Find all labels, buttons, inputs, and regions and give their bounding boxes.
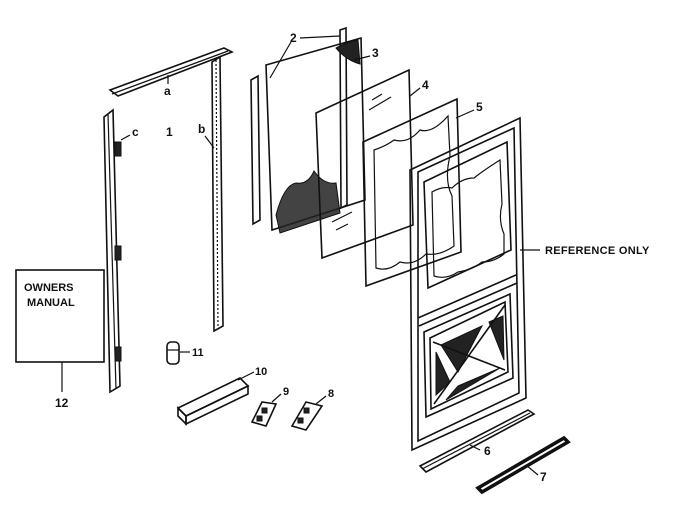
door-frame[interactable] <box>409 116 527 452</box>
leader-9 <box>271 393 282 403</box>
manual-line2: MANUAL <box>27 297 75 309</box>
part-a-top-rail[interactable] <box>108 47 234 97</box>
callout-8: 8 <box>328 388 334 400</box>
callout-2: 2 <box>290 31 297 45</box>
callout-a: a <box>164 84 171 98</box>
callout-b: b <box>198 122 205 136</box>
part-7-sweep[interactable] <box>475 435 571 495</box>
callout-12: 12 <box>55 396 69 410</box>
part-12-owners-manual[interactable]: OWNERS MANUAL <box>15 269 105 363</box>
leader-4 <box>409 87 421 97</box>
manual-line1: OWNERS <box>24 282 74 294</box>
leader-c <box>120 134 131 141</box>
leader-3 <box>353 55 371 61</box>
part-6-bottom-rail[interactable] <box>418 409 536 473</box>
callout-9: 9 <box>283 386 289 398</box>
reference-only-label: REFERENCE ONLY <box>545 245 650 257</box>
part-11-plug[interactable] <box>166 341 180 365</box>
leader-5 <box>455 109 475 119</box>
callout-4: 4 <box>422 78 429 92</box>
leader-8 <box>315 395 327 405</box>
callout-7: 7 <box>540 470 547 484</box>
part-5-insert-frame[interactable] <box>362 97 462 288</box>
callout-c: c <box>132 125 139 139</box>
callout-3: 3 <box>372 46 379 60</box>
leader-2 <box>269 41 292 79</box>
part-10-block[interactable] <box>176 377 250 426</box>
leader-6 <box>469 444 481 451</box>
part-b-side-strip[interactable] <box>211 55 224 333</box>
leader-7 <box>525 464 539 476</box>
callout-10: 10 <box>255 366 267 378</box>
part-4-glass[interactable] <box>315 68 414 260</box>
leader-b <box>204 135 215 149</box>
leader-2b <box>299 35 341 39</box>
callout-6: 6 <box>484 444 491 458</box>
callout-11: 11 <box>192 347 204 359</box>
part-9-bracket[interactable] <box>250 401 278 427</box>
leader-10 <box>237 371 255 381</box>
callout-5: 5 <box>476 100 483 114</box>
part-c-hinge-strip[interactable] <box>103 108 122 394</box>
part-8-bracket[interactable] <box>290 401 324 431</box>
callout-1: 1 <box>166 125 173 139</box>
part-3-screen[interactable] <box>265 36 366 234</box>
